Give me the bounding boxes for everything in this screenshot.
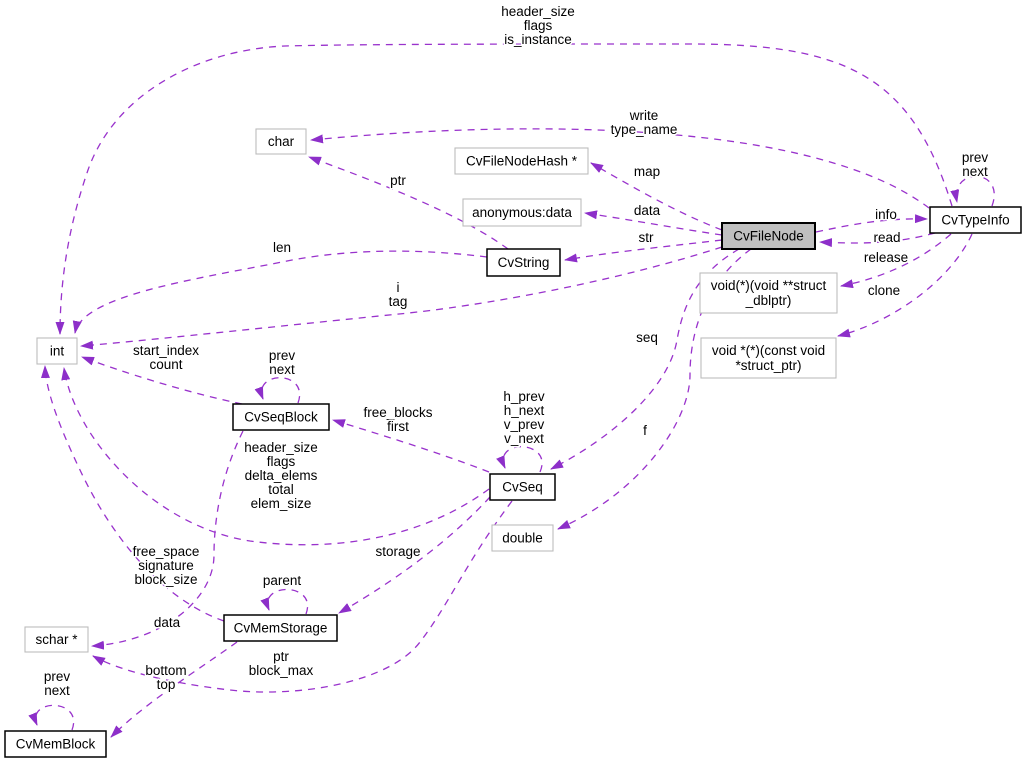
node-label-cvstring: CvString bbox=[498, 255, 550, 270]
edge-header_size-flags-is_instance bbox=[55, 43, 953, 335]
node-label-cvseq: CvSeq bbox=[502, 480, 543, 495]
edge-label-parent: parent bbox=[263, 573, 302, 588]
edge-cvseq-int-fields bbox=[61, 367, 490, 546]
node-label-int: int bbox=[50, 344, 65, 359]
edge-label-storage: storage bbox=[375, 544, 420, 559]
edge-label-read: read bbox=[873, 230, 900, 245]
edge-bottom-top bbox=[110, 641, 238, 738]
node-box-int bbox=[36, 337, 78, 365]
edge-info bbox=[815, 214, 928, 233]
node-label-cvmemstorage: CvMemStorage bbox=[234, 621, 328, 636]
node-cvtypeinfo[interactable]: CvTypeInfo bbox=[929, 206, 1022, 234]
node-box-cvmemblock[interactable] bbox=[4, 730, 107, 758]
node-box-cvfilenodehash bbox=[454, 147, 589, 175]
edge-ptr-block_max bbox=[92, 500, 513, 693]
edge-label-str: str bbox=[639, 230, 655, 245]
node-box-cvseq[interactable] bbox=[489, 473, 556, 501]
node-label-cvtypeinfo: CvTypeInfo bbox=[941, 213, 1009, 228]
node-box-cvstring[interactable] bbox=[486, 248, 561, 277]
node-box-cvtypeinfo[interactable] bbox=[929, 206, 1022, 234]
edge-prev-next-cvtypeinfo bbox=[950, 175, 995, 207]
node-cvmemblock[interactable]: CvMemBlock bbox=[4, 730, 107, 758]
node-cvseq[interactable]: CvSeq bbox=[489, 473, 556, 501]
node-box-cvfilenode[interactable] bbox=[721, 222, 816, 250]
edge-f bbox=[557, 248, 752, 530]
node-box-fnptr-release bbox=[699, 272, 838, 314]
node-cvseqblock[interactable]: CvSeqBlock bbox=[232, 403, 330, 431]
edge-map bbox=[590, 162, 723, 231]
node-label-double: double bbox=[502, 531, 543, 546]
edge-len bbox=[72, 250, 488, 334]
edge-free_blocks-first bbox=[332, 419, 490, 473]
node-cvfilenodehash: CvFileNodeHash * bbox=[454, 147, 589, 175]
node-label-cvmemblock: CvMemBlock bbox=[16, 737, 96, 752]
edge-label-f: f bbox=[643, 423, 647, 438]
node-label-cvseqblock: CvSeqBlock bbox=[244, 410, 318, 425]
node-double: double bbox=[491, 524, 554, 552]
edge-str bbox=[564, 239, 723, 263]
edge-label-data-union: data bbox=[634, 203, 661, 218]
node-box-cvmemstorage[interactable] bbox=[223, 614, 338, 642]
edge-release bbox=[840, 233, 952, 289]
node-box-fnptr-clone bbox=[700, 337, 837, 379]
node-box-schar bbox=[24, 626, 89, 653]
node-box-char bbox=[255, 128, 307, 155]
edge-clone bbox=[837, 233, 973, 338]
edge-read bbox=[819, 232, 936, 248]
node-fnptr-clone: void *(*)(const void*struct_ptr) bbox=[700, 337, 837, 379]
node-cvmemstorage[interactable]: CvMemStorage bbox=[223, 614, 338, 642]
node-box-double bbox=[491, 524, 554, 552]
edge-label-release: release bbox=[864, 250, 908, 265]
edge-label-info: info bbox=[875, 207, 897, 222]
edge-label-data-schar: data bbox=[154, 615, 181, 630]
node-label-anonymous-data: anonymous:data bbox=[472, 205, 572, 220]
node-label-fnptr-release: void(*)(void **struct_dblptr) bbox=[711, 278, 827, 308]
edge-label-len: len bbox=[273, 240, 291, 255]
node-cvstring[interactable]: CvString bbox=[486, 248, 561, 277]
edge-write-type_name bbox=[310, 128, 930, 209]
node-fnptr-release: void(*)(void **struct_dblptr) bbox=[699, 272, 838, 314]
node-cvfilenode[interactable]: CvFileNode bbox=[721, 222, 816, 250]
node-label-cvfilenode: CvFileNode bbox=[733, 229, 804, 244]
edge-label-ptr-char: ptr bbox=[390, 173, 406, 188]
edge-i-tag bbox=[80, 246, 723, 350]
edge-data-schar bbox=[91, 430, 244, 650]
edge-data-union bbox=[584, 210, 723, 236]
edge-label-seq: seq bbox=[636, 330, 658, 345]
node-label-char: char bbox=[268, 134, 295, 149]
node-int: int bbox=[36, 337, 78, 365]
edge-label-map: map bbox=[634, 164, 660, 179]
node-box-anonymous-data bbox=[462, 198, 582, 227]
node-char: char bbox=[255, 128, 307, 155]
node-label-schar: schar * bbox=[35, 632, 78, 647]
node-box-cvseqblock[interactable] bbox=[232, 403, 330, 431]
node-schar: schar * bbox=[24, 626, 89, 653]
node-anonymous-data: anonymous:data bbox=[462, 198, 582, 227]
node-label-cvfilenodehash: CvFileNodeHash * bbox=[466, 154, 578, 169]
edge-storage bbox=[338, 496, 491, 614]
edge-free_space-signature-block_size bbox=[40, 365, 225, 622]
edge-label-clone: clone bbox=[868, 283, 900, 298]
node-label-fnptr-clone: void *(*)(const void*struct_ptr) bbox=[712, 343, 825, 373]
